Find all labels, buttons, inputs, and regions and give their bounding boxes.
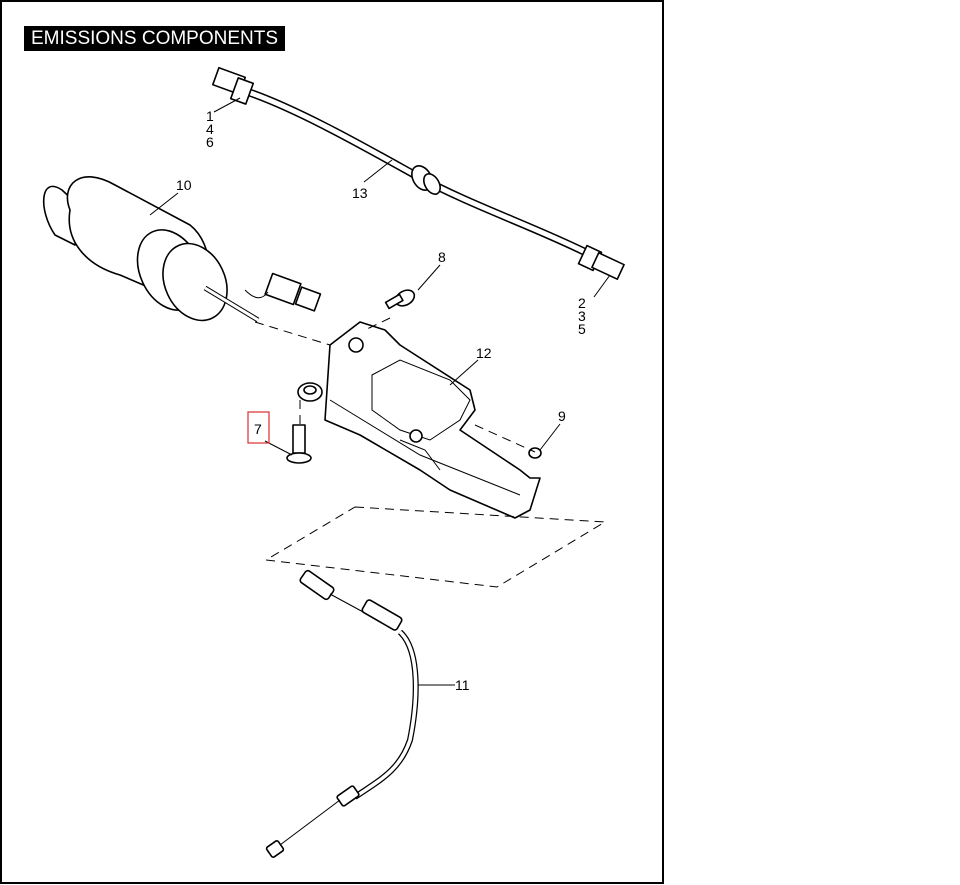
alignment-lines xyxy=(254,317,607,588)
wiring-harness-13 xyxy=(211,66,625,280)
washer xyxy=(297,382,323,402)
screw-9 xyxy=(528,447,542,459)
callout-6: 6 xyxy=(206,134,214,150)
callout-1: 1 xyxy=(206,108,214,124)
callout-11: 11 xyxy=(455,677,470,693)
callout-8: 8 xyxy=(438,249,446,265)
callout-13: 13 xyxy=(352,185,368,201)
callout-3: 3 xyxy=(578,308,586,324)
diagram-frame xyxy=(0,0,664,884)
callout-5: 5 xyxy=(578,321,586,337)
cable-11 xyxy=(265,569,419,858)
callout-10: 10 xyxy=(176,177,192,193)
bracket-12 xyxy=(324,321,541,519)
callout-7-highlight[interactable] xyxy=(247,411,270,444)
callout-7: 7 xyxy=(254,421,262,437)
callout-9: 9 xyxy=(558,408,566,424)
screw-8 xyxy=(384,289,416,310)
canister-10 xyxy=(42,176,322,323)
screw-7 xyxy=(286,424,312,464)
diagram-title: EMISSIONS COMPONENTS xyxy=(24,26,286,51)
callout-12: 12 xyxy=(476,345,492,361)
callout-2: 2 xyxy=(578,295,586,311)
callout-4: 4 xyxy=(206,121,214,137)
leader-lines xyxy=(149,97,611,686)
